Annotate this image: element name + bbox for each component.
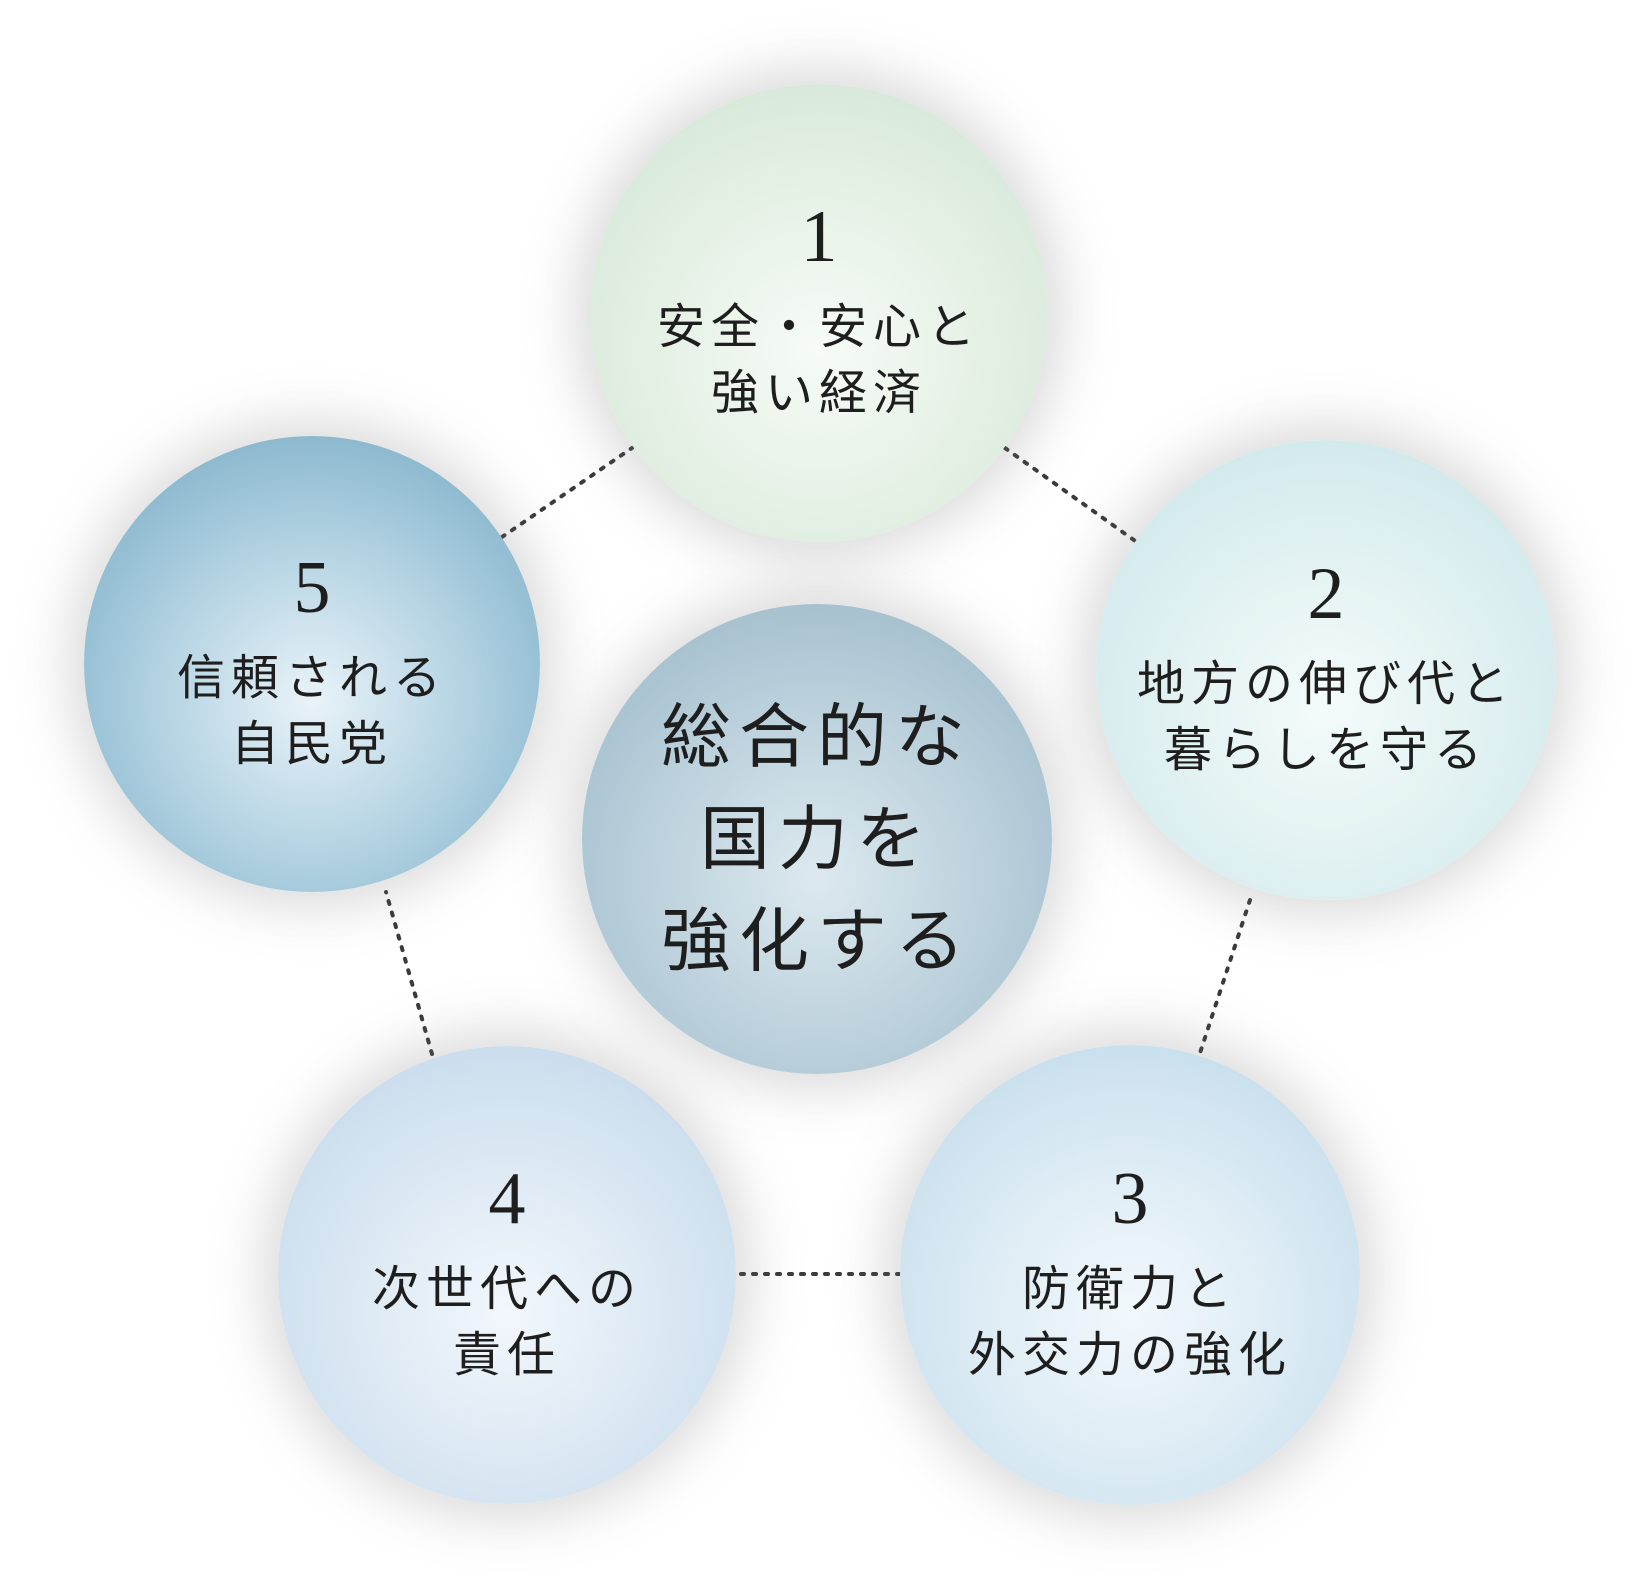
pillar-label-line: 暮らしを守る (1163, 722, 1488, 778)
center-label-line: 強化する (661, 900, 973, 982)
pillar-node-5: 5 信頼される 自民党 (84, 436, 540, 892)
pillar-number: 2 (1307, 553, 1345, 635)
pillar-node-4: 4 次世代への 責任 (278, 1046, 736, 1504)
pillar-number: 4 (488, 1158, 526, 1240)
pillar-number: 1 (800, 196, 838, 278)
pillar-label-line: 防衛力と (1021, 1261, 1238, 1317)
pillar-label-line: 安全・安心と (656, 299, 981, 355)
pillar-node-1: 1 安全・安心と 強い経済 (590, 84, 1048, 542)
pillar-number: 3 (1111, 1158, 1149, 1240)
pillar-node-2: 2 地方の伸び代と 暮らしを守る (1096, 440, 1556, 900)
pillar-label-line: 次世代への (371, 1261, 642, 1317)
center-label-line: 国力を (700, 798, 934, 880)
connector-4-5 (384, 890, 434, 1056)
pillar-node-3: 3 防衛力と 外交力の強化 (900, 1045, 1360, 1505)
connector-1-2 (1003, 446, 1140, 545)
connector-5-1 (500, 446, 634, 539)
pillar-label-line: 自民党 (230, 716, 393, 772)
center-node: 総合的な 国力を 強化する (582, 604, 1052, 1074)
pillar-label-line: 地方の伸び代と (1136, 656, 1515, 712)
pillar-number: 5 (293, 547, 331, 629)
pillar-label-line: 信頼される (176, 650, 447, 706)
pillar-label-line: 外交力の強化 (967, 1327, 1292, 1383)
connector-2-3 (1198, 898, 1252, 1055)
pillar-label-line: 強い経済 (710, 365, 927, 421)
pillar-label-line: 責任 (452, 1327, 561, 1383)
center-label-line: 総合的な (661, 696, 973, 778)
